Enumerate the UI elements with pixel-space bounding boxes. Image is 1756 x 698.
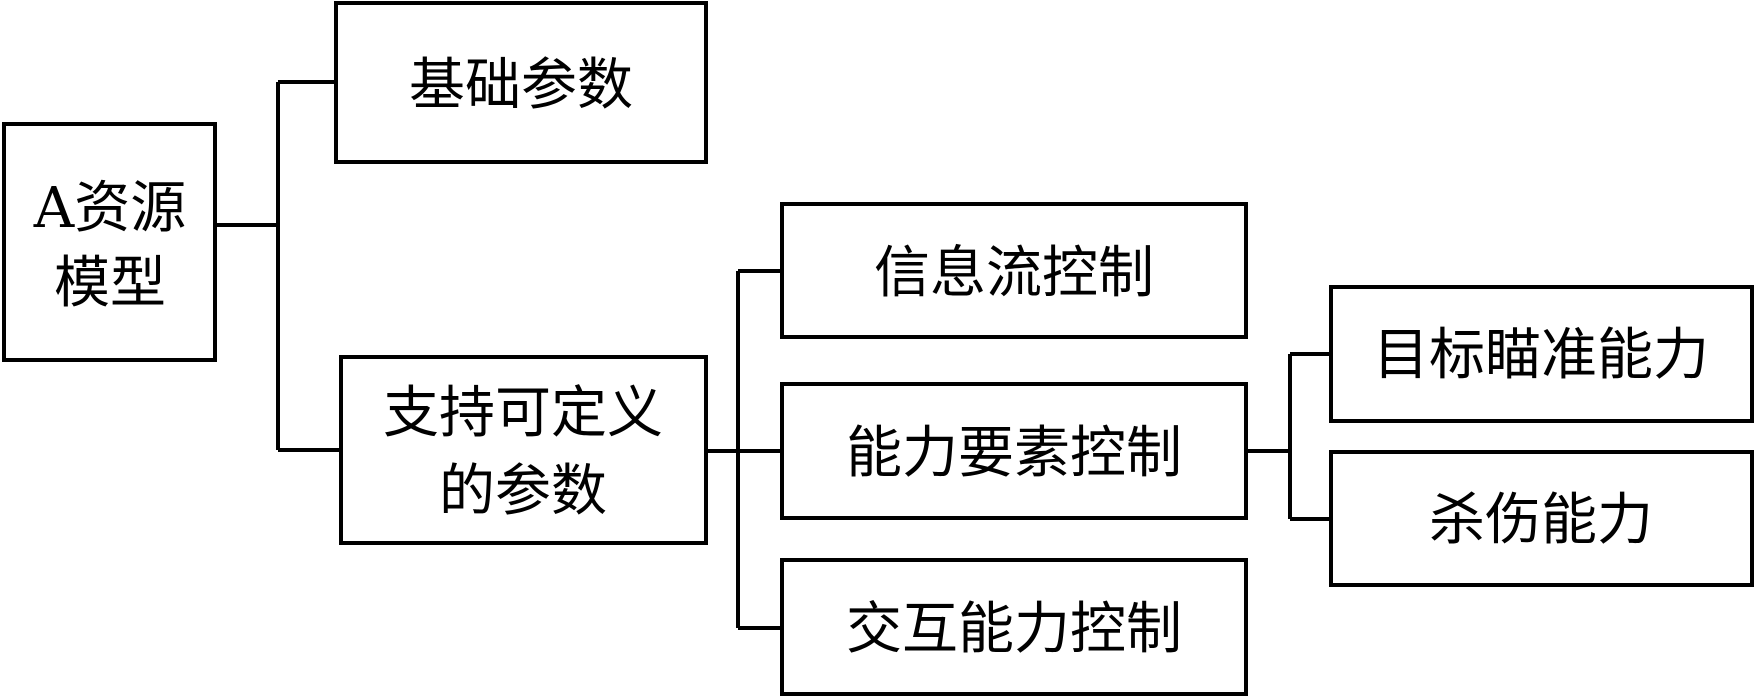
node-custom-params-line-2: 的参数 (439, 459, 607, 524)
node-interaction-label: 交互能力控制 (846, 597, 1182, 662)
node-lethality-label: 杀伤能力 (1429, 488, 1653, 553)
node-custom-params: 支持可定义 的参数 (339, 355, 708, 545)
node-capability-label: 能力要素控制 (846, 421, 1182, 486)
node-lethality-box (1329, 450, 1754, 587)
node-root: A资源 模型 (2, 122, 217, 362)
node-capability-box (780, 382, 1248, 520)
node-basic-params: 基础参数 (334, 1, 708, 164)
node-capability: 能力要素控制 (780, 382, 1248, 520)
node-lethality: 杀伤能力 (1329, 450, 1754, 587)
node-info-flow-box (780, 202, 1248, 339)
node-targeting: 目标瞄准能力 (1329, 285, 1754, 423)
node-interaction-box (780, 558, 1248, 696)
node-basic-params-box (334, 1, 708, 164)
node-info-flow: 信息流控制 (780, 202, 1248, 339)
connectors (215, 80, 1331, 630)
node-targeting-label: 目标瞄准能力 (1373, 323, 1709, 388)
node-root-line-1: A资源 (33, 176, 186, 241)
node-targeting-box (1329, 285, 1754, 423)
node-interaction: 交互能力控制 (780, 558, 1248, 696)
node-info-flow-label: 信息流控制 (874, 241, 1154, 306)
node-custom-params-line-1: 支持可定义 (383, 381, 663, 446)
node-custom-params-box (339, 355, 708, 545)
node-root-line-2: 模型 (54, 251, 166, 316)
node-root-box (2, 122, 217, 362)
node-basic-params-label: 基础参数 (409, 53, 633, 118)
